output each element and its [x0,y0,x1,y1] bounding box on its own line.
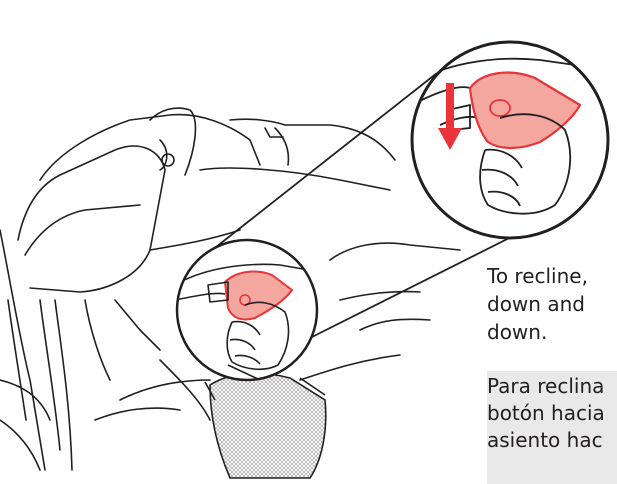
recline-instructions-english: To recline, down and down. [487,262,617,346]
recline-instructions-spanish: Para reclina botón hacia asiento hac [487,371,617,484]
spanish-line-3: asiento hac [487,427,617,454]
spanish-line-1: Para reclina [487,373,617,400]
spanish-line-2: botón hacia [487,400,617,427]
english-line-1: To recline, [487,262,617,290]
storage-basket-mesh [210,373,326,478]
english-line-3: down. [487,318,617,346]
english-line-2: down and [487,290,617,318]
